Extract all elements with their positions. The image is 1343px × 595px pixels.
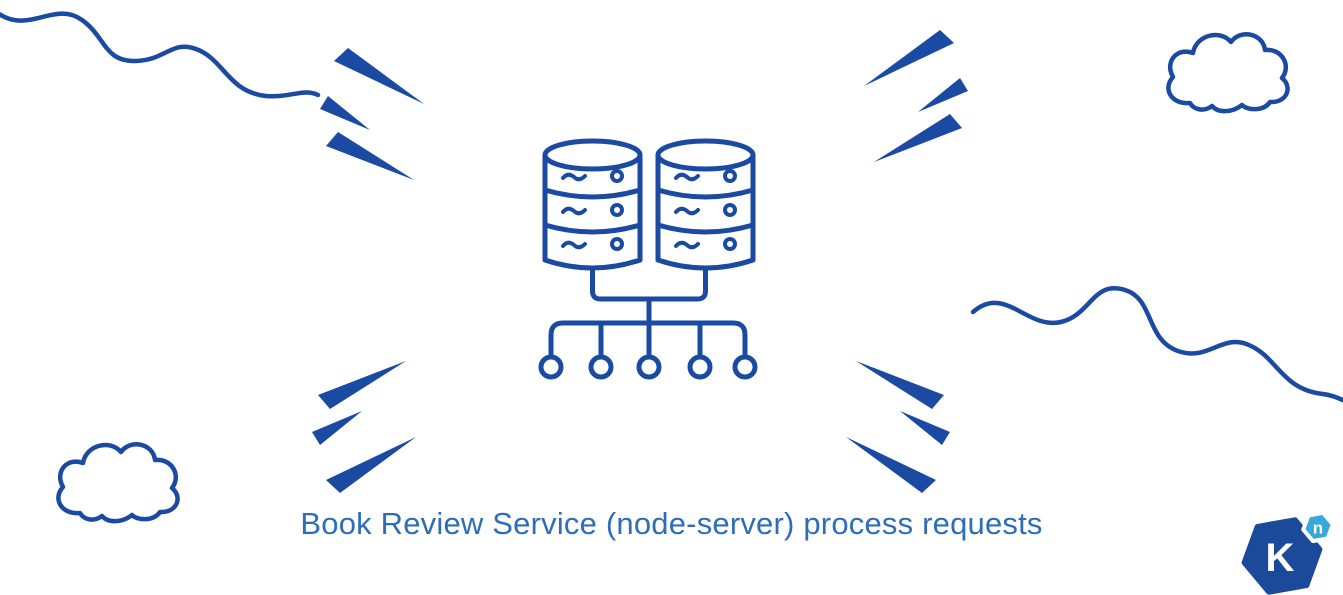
sparkle-marks-icon [320, 48, 424, 180]
logo-hexagon [1241, 517, 1323, 595]
squiggle-line-icon [970, 286, 1343, 403]
logo-letter-n: n [1313, 519, 1323, 538]
node-circle [636, 354, 662, 380]
node-circle [687, 354, 713, 380]
sparkle-marks-icon [312, 361, 416, 493]
sparkle-marks-icon [846, 361, 950, 493]
sparkle-marks-icon [864, 30, 968, 162]
database-cluster-diagram [538, 138, 758, 380]
node-fanout-icon [538, 267, 758, 380]
caption-text: Book Review Service (node-server) proces… [300, 506, 1043, 541]
node-circle [538, 354, 564, 380]
squiggle-line-icon [0, 11, 321, 99]
node-circle [588, 354, 614, 380]
logo-letter-k: K [1266, 536, 1295, 580]
node-circle [732, 354, 758, 380]
logo-accent-hexagon [1301, 510, 1335, 544]
database-icon [655, 138, 756, 271]
database-icon [542, 138, 643, 271]
cloud-icon [1166, 32, 1290, 114]
cloud-icon [56, 442, 180, 524]
knative-logo: K n [1241, 510, 1335, 595]
